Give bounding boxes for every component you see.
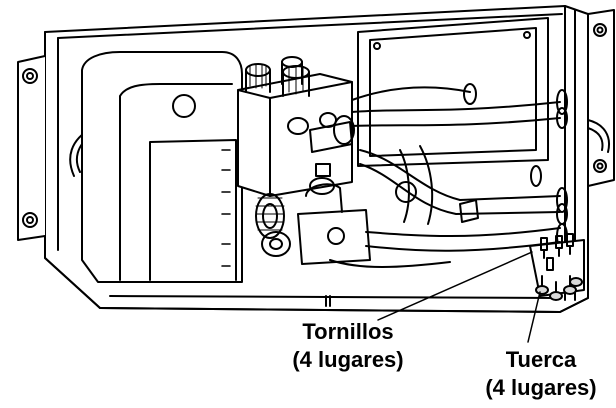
callout-nut: Tuerca (4 lugares) (468, 346, 614, 402)
pump-gear (255, 193, 285, 239)
manifold-block (237, 73, 353, 197)
solenoid-valve (297, 163, 371, 265)
callout-screws-qty: (4 lugares) (292, 347, 404, 372)
nuts (535, 275, 583, 301)
screws (540, 233, 574, 271)
callout-screws-label: Tornillos (302, 319, 394, 344)
hose-bundle (329, 86, 561, 268)
right-handle (587, 119, 610, 153)
leader-line-screws (377, 251, 533, 321)
pressure-knob-left (245, 63, 271, 93)
electrical-box (357, 17, 549, 167)
callout-nut-qty: (4 lugares) (485, 375, 597, 400)
filter-canister (261, 231, 291, 257)
tank (81, 51, 243, 283)
leader-line-nut (527, 291, 541, 343)
right-mounting-flange (587, 9, 615, 187)
callout-screws: Tornillos (4 lugares) (268, 318, 428, 374)
pressure-knob-right (282, 65, 310, 97)
callout-nut-label: Tuerca (505, 347, 577, 372)
manifold-fitting (333, 115, 479, 223)
drain-plug (325, 295, 331, 307)
left-mounting-flange (17, 55, 46, 241)
